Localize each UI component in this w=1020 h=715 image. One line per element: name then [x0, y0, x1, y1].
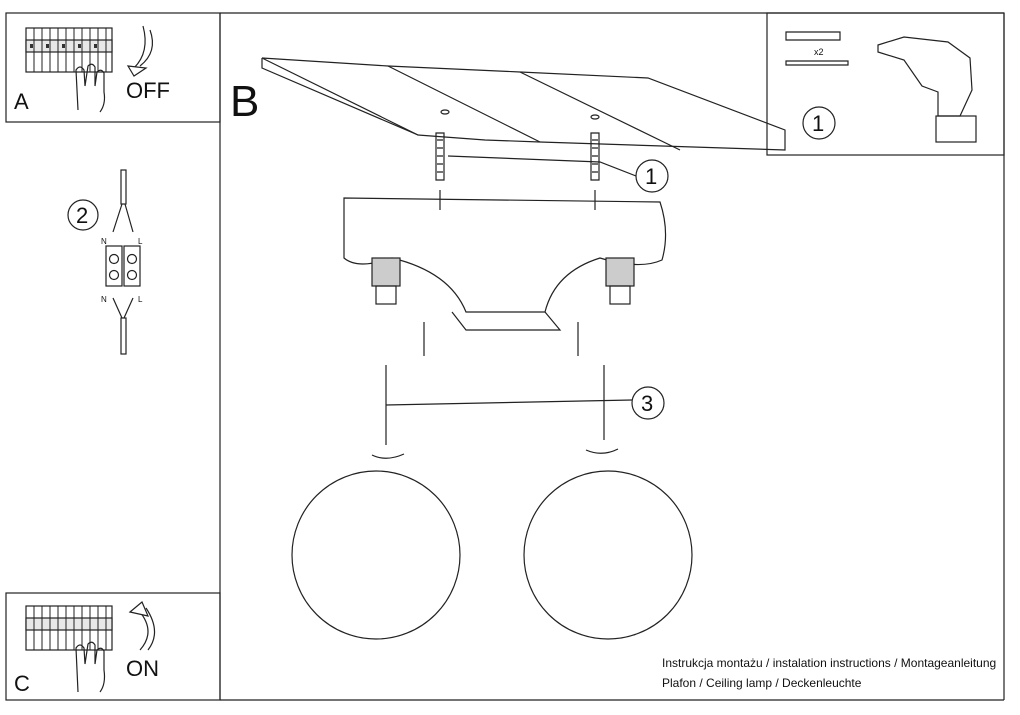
leader-lines: [385, 155, 637, 445]
wall-plug-icon: [435, 132, 600, 210]
drill-icon: [877, 36, 977, 143]
wire-l-bottom: L: [138, 295, 143, 304]
arrow-down-icon: [126, 25, 153, 77]
off-label: OFF: [126, 78, 170, 103]
wall-plug-tool-icon: [785, 31, 849, 66]
twist-arrows: [371, 448, 619, 459]
arrow-up-icon: [128, 601, 156, 651]
glass-shade-left: [291, 470, 461, 640]
panel-b-label: B: [230, 77, 260, 126]
lamp-base: [343, 197, 667, 331]
hand-icon-a: [75, 63, 106, 113]
footer-instructions: Instrukcja montażu / instalation instruc…: [662, 656, 997, 670]
panel-c-label: C: [14, 671, 30, 696]
screw-icon: [423, 322, 579, 356]
frame: [5, 12, 1005, 701]
tools-step-label: 1: [812, 111, 825, 136]
anchor-count-label: x2: [814, 47, 824, 57]
callout-1-label: 1: [645, 164, 658, 189]
panel-a-label: A: [14, 89, 29, 114]
callout-circle-tools: [802, 106, 836, 140]
wire-n-bottom: N: [101, 295, 107, 304]
callout-circle-2: [67, 199, 99, 231]
callout-3-label: 3: [641, 391, 654, 416]
wire-n-top: N: [101, 237, 107, 246]
on-label: ON: [126, 656, 159, 681]
footer-product: Plafon / Ceiling lamp / Deckenleuchte: [662, 676, 862, 690]
callout-circle-1: [635, 159, 669, 193]
callout-circle-3: [631, 386, 665, 420]
ceiling-slab: [261, 57, 786, 151]
terminal-block-icon: [105, 169, 141, 355]
callout-2-label: 2: [76, 203, 89, 228]
glass-shade-right: [523, 470, 693, 640]
wire-l-top: L: [138, 237, 143, 246]
breaker-panel-icon-a: [25, 27, 113, 73]
hand-icon-c: [75, 641, 106, 693]
breaker-panel-icon-c: [25, 605, 113, 651]
